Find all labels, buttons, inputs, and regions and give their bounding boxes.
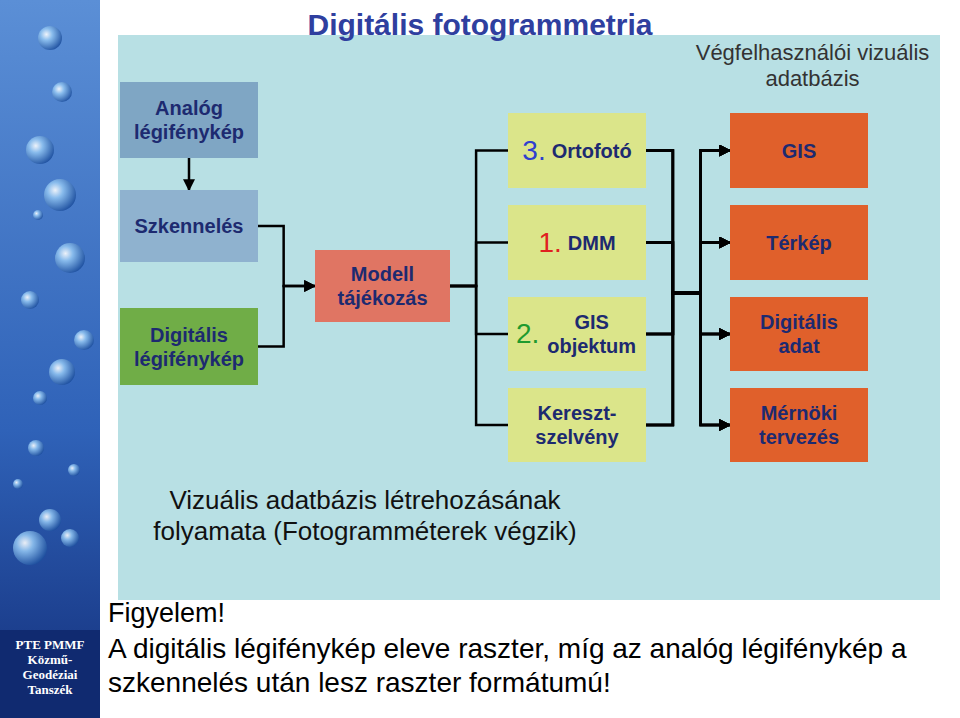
slide-title: Digitális fotogrammetria [245, 8, 715, 42]
process-box: Digitális adat [730, 297, 868, 371]
bubble [61, 529, 79, 547]
bubble [39, 509, 61, 531]
process-box: Kereszt- szelvény [508, 388, 646, 462]
step-number: 3. [522, 134, 545, 168]
flow-connector [188, 158, 191, 190]
flow-connector [258, 226, 315, 286]
bubble [26, 136, 54, 164]
bubble [38, 26, 62, 50]
flow-connector [646, 243, 730, 335]
box-label: Mérnöki tervezés [738, 401, 860, 449]
box-label: GIS [782, 139, 816, 163]
column-heading: Végfelhasználói vizuális adatbázis [690, 40, 935, 93]
bubble [28, 440, 44, 456]
flow-connector [450, 286, 508, 425]
flow-connector [646, 243, 730, 426]
step-number: 2. [516, 317, 539, 351]
process-box: GIS [730, 113, 868, 188]
process-box: Szkennelés [120, 190, 258, 262]
box-label: Digitális légifénykép [128, 323, 250, 371]
box-label: Digitális adat [738, 310, 860, 358]
bubble [55, 243, 85, 273]
flow-connector [646, 243, 730, 335]
bubble [74, 330, 94, 350]
box-label: Szkennelés [135, 214, 244, 238]
side-strip [0, 0, 100, 718]
box-label: Kereszt- szelvény [516, 401, 638, 449]
process-caption: Vizuális adatbázis létrehozásának folyam… [130, 485, 600, 547]
flow-connector [646, 293, 730, 334]
box-label: Modell tájékozás [323, 262, 442, 310]
step-number: 1. [538, 226, 561, 260]
process-box: 2.GIS objektum [508, 297, 646, 371]
logo-ground [0, 630, 100, 718]
process-box: Térkép [730, 205, 868, 280]
note-heading: Figyelem! [108, 597, 408, 629]
bubbles [13, 26, 94, 565]
flow-connector [450, 243, 508, 287]
box-label: Analóg légifénykép [128, 96, 250, 144]
process-box: Analóg légifénykép [120, 82, 258, 158]
box-label: DMM [568, 231, 616, 255]
flow-connector [646, 151, 730, 294]
flow-connector [646, 151, 730, 294]
bubble [44, 179, 76, 211]
flow-connector [258, 286, 315, 347]
flow-connector [646, 243, 730, 426]
flow-connector [646, 151, 730, 294]
bubble [33, 391, 47, 405]
bubble [68, 464, 80, 476]
bubble [49, 359, 75, 385]
box-label: GIS objektum [545, 310, 638, 358]
process-box: 3. Ortofotó [508, 113, 646, 188]
flow-connector [646, 293, 730, 425]
bubble [33, 210, 43, 220]
flow-connector [646, 293, 730, 425]
bubble [52, 82, 72, 102]
flow-connector [646, 151, 730, 426]
process-box: 1. DMM [508, 205, 646, 280]
bubble [21, 291, 39, 309]
flow-connector [646, 151, 730, 426]
bubble [13, 531, 47, 565]
flow-connector [646, 293, 730, 425]
flow-connector [450, 151, 508, 287]
institution-name: PTE PMMF Közmű- Geodéziai Tanszék [4, 638, 96, 698]
bubble [13, 479, 23, 489]
box-label: Térkép [766, 231, 832, 255]
process-box: Digitális légifénykép [120, 308, 258, 385]
box-label: Ortofotó [552, 139, 632, 163]
note-text: A digitális légifénykép eleve raszter, m… [108, 632, 928, 699]
process-box: Mérnöki tervezés [730, 388, 868, 462]
flow-connector [646, 243, 730, 294]
content-panel [118, 35, 940, 600]
process-box: Modell tájékozás [315, 250, 450, 322]
flow-connector [450, 286, 508, 334]
